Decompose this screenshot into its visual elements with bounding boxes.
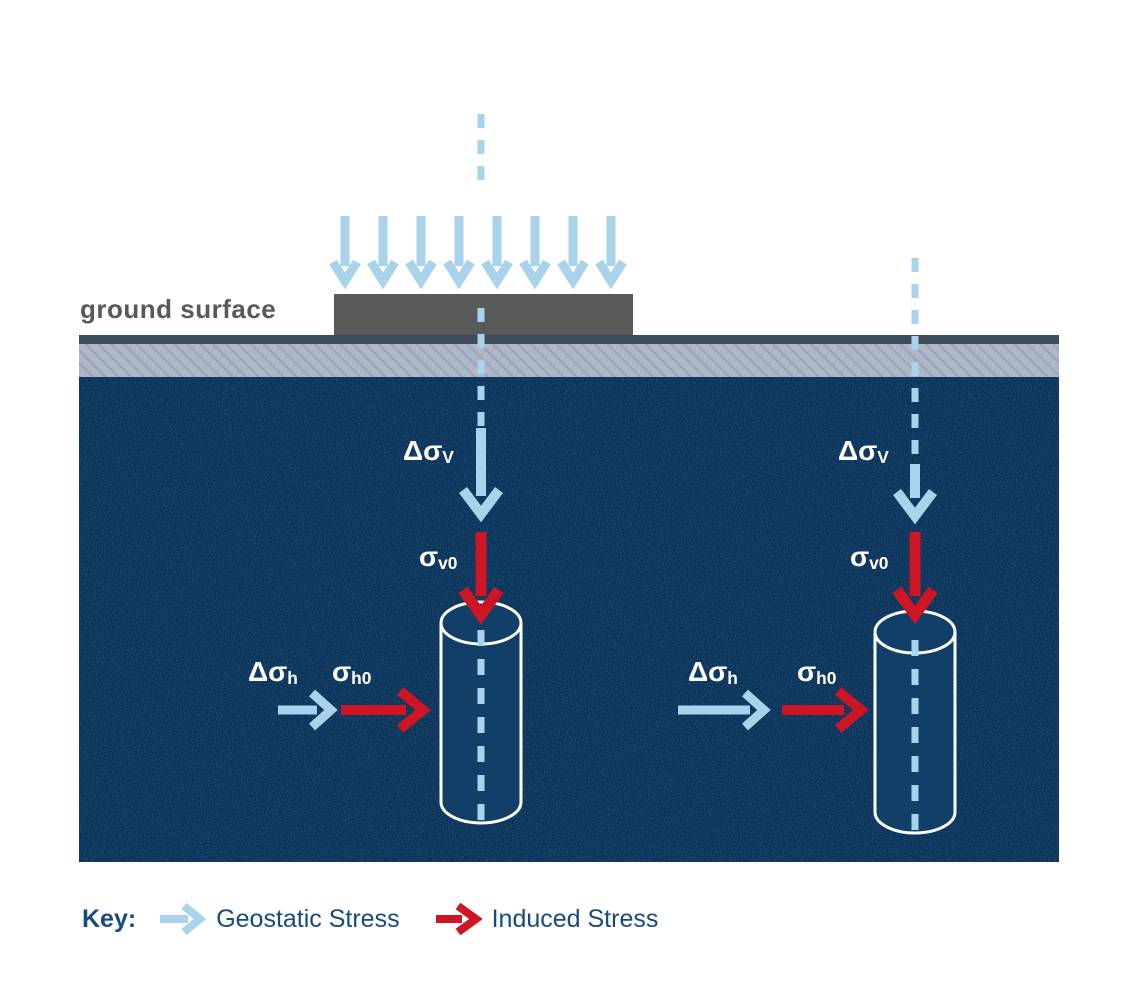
surface-hatch-layer: [79, 344, 1059, 377]
delta-sigma-v-label-left: ΔσV: [403, 435, 454, 468]
distributed-load-arrows: [329, 216, 627, 290]
sigma-h0-label-left: σh0: [332, 656, 372, 689]
soil-mass: [79, 377, 1059, 862]
induced-arrow-icon: [435, 903, 482, 935]
sigma-v0-label-right: σv0: [850, 541, 889, 574]
induced-stress-label: Induced Stress: [491, 904, 659, 933]
delta-sigma-v-label-right: ΔσV: [838, 435, 889, 468]
geostatic-stress-label: Geostatic Stress: [216, 904, 400, 933]
foundation-block: [334, 294, 633, 336]
legend-title: Key:: [82, 904, 137, 933]
load-arrow-icon: [405, 216, 437, 290]
legend: Key: Geostatic Stress Induced Stress: [82, 901, 692, 937]
load-arrow-icon: [481, 216, 513, 290]
load-arrow-icon: [443, 216, 475, 290]
sigma-h0-label-right: σh0: [797, 656, 837, 689]
load-arrow-icon: [595, 216, 627, 290]
load-arrow-icon: [519, 216, 551, 290]
delta-sigma-h-label-right: Δσh: [688, 656, 738, 689]
delta-sigma-h-label-left: Δσh: [248, 656, 298, 689]
load-arrow-icon: [367, 216, 399, 290]
ground-surface-label: ground surface: [80, 294, 277, 324]
geostatic-arrow-icon: [160, 903, 207, 935]
soil-speckle-texture: [79, 377, 1059, 862]
ground-surface-line: [79, 335, 1059, 344]
load-arrow-icon: [329, 216, 361, 290]
sigma-v0-label-left: σv0: [419, 541, 458, 574]
load-arrow-icon: [557, 216, 589, 290]
